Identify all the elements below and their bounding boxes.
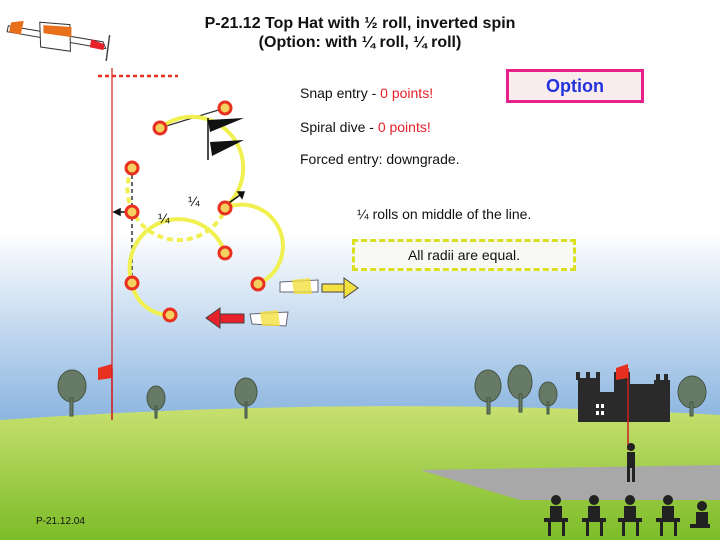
spiral-dive-label: Spiral dive - (300, 119, 378, 135)
roll-mark-right: ¼ (188, 193, 200, 209)
spiral-dive-note: Spiral dive - 0 points! (300, 119, 431, 135)
judges-row (544, 495, 710, 536)
ground (0, 406, 720, 540)
radii-note: All radii are equal. (352, 239, 576, 271)
arrow-right-icon (321, 277, 359, 299)
plane-right (279, 278, 319, 294)
arrow-left-icon (205, 307, 245, 329)
quarter-rolls-note: ¼ rolls on middle of the line. (357, 206, 532, 222)
runway (420, 465, 720, 500)
castle-windows (596, 404, 604, 415)
windsock-icon (207, 118, 244, 160)
footer-code: P-21.12.04 (36, 516, 85, 527)
option-badge: Option (506, 69, 644, 103)
forced-entry-note: Forced entry: downgrade. (300, 151, 460, 167)
snap-entry-label: Snap entry - (300, 85, 381, 101)
title-line-2: (Option: with ¼ roll, ¼ roll) (258, 34, 462, 51)
snap-entry-points: 0 points! (380, 85, 434, 101)
judge-icon (627, 443, 635, 482)
point-markers (124, 100, 266, 323)
airplane-icon (6, 20, 111, 62)
tree-icon (57, 364, 707, 419)
title-line-1: P-21.12 Top Hat with ½ roll, inverted sp… (204, 15, 516, 32)
spiral-dive-points: 0 points! (377, 119, 431, 135)
snap-entry-note: Snap entry - 0 points! (300, 85, 433, 101)
plane-left (249, 310, 289, 327)
roll-mark-left: ¼ (158, 210, 170, 226)
castle-icon (576, 372, 670, 422)
